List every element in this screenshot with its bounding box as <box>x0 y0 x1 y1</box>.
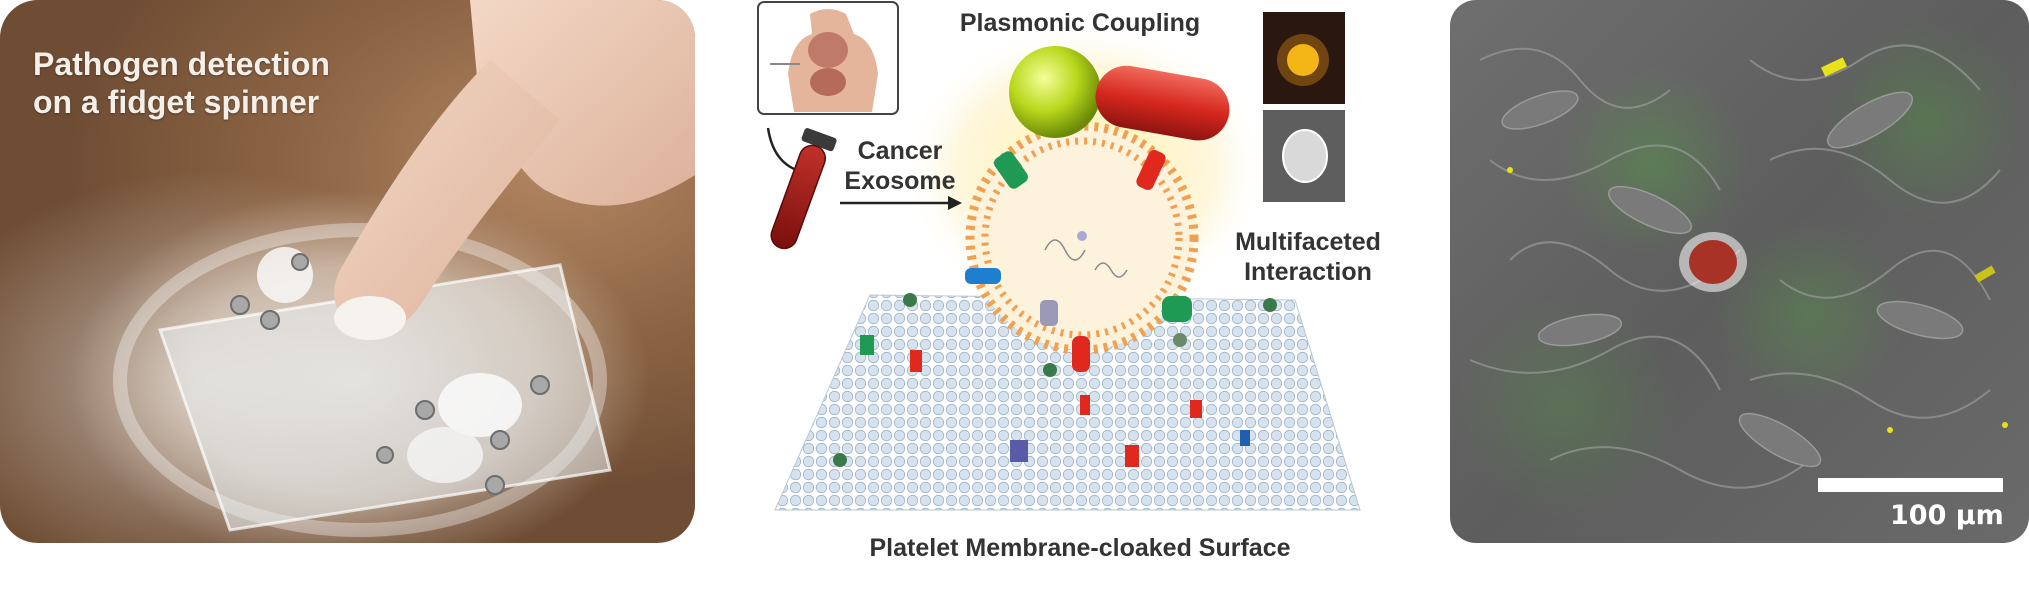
schematic-illustration <box>757 1 1361 511</box>
label-platelet-surface: Platelet Membrane-cloaked Surface <box>869 534 1291 562</box>
label-cancer-line2: Exosome <box>844 167 956 195</box>
label-cancer-line1: Cancer <box>857 137 943 165</box>
scale-bar-label: 100 µm <box>1890 500 2004 531</box>
fidget-spinner-photo: Pathogen detection on a fidget spinner <box>0 0 695 543</box>
label-multifaceted-interaction: Multifaceted Interaction <box>1218 227 1398 287</box>
label-multi-line2: Interaction <box>1244 258 1372 286</box>
exosome-proteins <box>965 150 1192 372</box>
gold-nanosphere <box>1009 46 1101 138</box>
fidget-spinner-illustration <box>70 0 695 543</box>
label-multi-line1: Multifaceted <box>1235 228 1381 256</box>
surface-receptors <box>833 293 1277 467</box>
platelet-membrane-surface <box>775 295 1360 510</box>
caption-line-2: on a fidget spinner <box>33 84 320 120</box>
photo-caption: Pathogen detection on a fidget spinner <box>33 45 330 121</box>
gold-nanorod <box>1095 65 1230 141</box>
label-plasmonic-coupling: Plasmonic Coupling <box>959 9 1201 37</box>
cells-illustration <box>1469 44 2008 489</box>
caption-line-1: Pathogen detection <box>33 46 330 82</box>
cell-microscopy-image: 100 µm <box>1450 0 2029 543</box>
human-body-inset <box>757 1 899 115</box>
blood-tube <box>770 128 837 250</box>
scale-bar <box>1818 478 2003 492</box>
label-cancer-exosome: Cancer Exosome <box>835 136 965 196</box>
exosome-schematic: Plasmonic Coupling Cancer Exosome Multif… <box>750 0 1410 580</box>
